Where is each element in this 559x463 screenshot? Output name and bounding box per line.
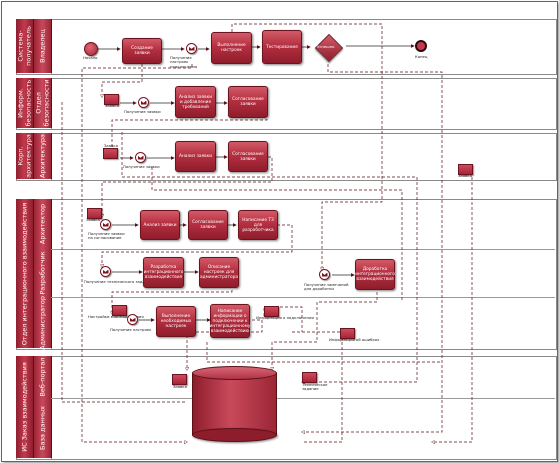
document-request (172, 374, 187, 385)
task-describe-settings: Описание настроек для администратора (199, 257, 239, 288)
database-store (192, 366, 277, 442)
envelope-icon (321, 272, 328, 277)
task-rework: Доработка интеграционного взаимодействия (355, 259, 395, 290)
document-request (103, 148, 118, 159)
document-tech-spec (302, 372, 317, 383)
envelope-icon (102, 269, 109, 274)
gateway-success: Успешно (314, 33, 344, 63)
lane-database-label: База данных (34, 398, 52, 459)
envelope-icon (102, 222, 109, 227)
document-label: Заявка (173, 384, 187, 389)
task-approve-architect: Согласование заявки (188, 210, 228, 240)
task-do-settings: Выполнение необходимых настроек (156, 306, 196, 337)
lane-divider (51, 297, 555, 298)
task-analyze-corp: Анализ заявки (175, 141, 216, 172)
event-label: Получение настроек (110, 327, 152, 332)
pool-dept-label: Отдел интеграционного взаимодействия (16, 199, 34, 348)
task-develop: Разработка интеграционного взаимодействи… (143, 257, 184, 288)
document-request (458, 164, 473, 175)
document-request (87, 208, 102, 219)
event-label: Получение заявки (123, 164, 160, 169)
pool-infosec-label: Информ. безопасность (16, 78, 34, 128)
lane-divider (51, 398, 555, 399)
document-request (104, 94, 119, 105)
task-settings: Выполнение настроек (211, 32, 252, 64)
document-label: Информация о подключении (256, 315, 314, 320)
event-label: Получение технического задания (84, 279, 153, 284)
envelope-icon (129, 317, 136, 322)
envelope-icon (140, 100, 147, 105)
lane-architecture-label: Архитектура (34, 133, 52, 180)
document-label: Заявка (458, 173, 472, 178)
task-analyze-architect: Анализ заявки (140, 210, 180, 240)
envelope-icon (188, 46, 195, 51)
lane-divider (51, 249, 555, 250)
lane-admin-label: Администратор (34, 296, 52, 349)
task-write-connection-info: Написание информации о подключении к инт… (210, 304, 250, 338)
end-event (415, 40, 427, 52)
document-connection-info (264, 306, 279, 317)
task-approve-infosec: Согласование заявки (228, 86, 268, 118)
document-label: Техническое задание (302, 382, 328, 392)
document-label: Заявка (105, 103, 119, 108)
pool-consumer-label: Система- получатель (16, 19, 34, 73)
task-create-request: Создание заявки (122, 38, 162, 64)
start-label: Начало (83, 55, 98, 60)
lane-security-label: Отдел безопасности (34, 78, 52, 129)
event-label: Получение заявки на согласование (88, 231, 125, 241)
document-label: Заявка (86, 217, 100, 222)
task-approve-corp: Согласование заявки (228, 141, 268, 172)
event-label: Получение замечаний для доработки (304, 282, 349, 292)
event-label: Получение настроек подключения (170, 55, 198, 69)
envelope-icon (137, 155, 144, 160)
task-write-spec: Написание ТЗ для разработчика (238, 210, 278, 240)
pool-is-label: ИС Заказ взаимодействия (16, 356, 34, 458)
message-event-developer (100, 266, 111, 277)
start-event (84, 42, 98, 56)
document-error-info (340, 328, 355, 339)
document-label: Заявка (104, 143, 118, 148)
pool-corp-label: Корп. архитектура (16, 133, 34, 179)
lane-owner-label: Владелец (34, 19, 52, 74)
document-label: Информация об ошибках (329, 337, 380, 342)
document-label: Настройки взаимодействия (88, 314, 144, 319)
message-event-architect (100, 219, 111, 230)
task-analyze-add-req: Анализ заявки и добавление требований (175, 86, 216, 118)
gateway-label: Успешно (317, 44, 335, 49)
document-settings (112, 305, 127, 316)
pool-is-order (16, 356, 557, 460)
message-event-admin (127, 314, 138, 325)
message-event-rework (319, 269, 330, 280)
message-event-infosec (138, 97, 149, 108)
message-event-settings (186, 43, 197, 54)
message-event-corp (135, 152, 146, 163)
event-label: Получение заявки (124, 109, 161, 114)
end-label: Конец (415, 54, 428, 59)
task-testing: Тестирование (262, 30, 302, 64)
